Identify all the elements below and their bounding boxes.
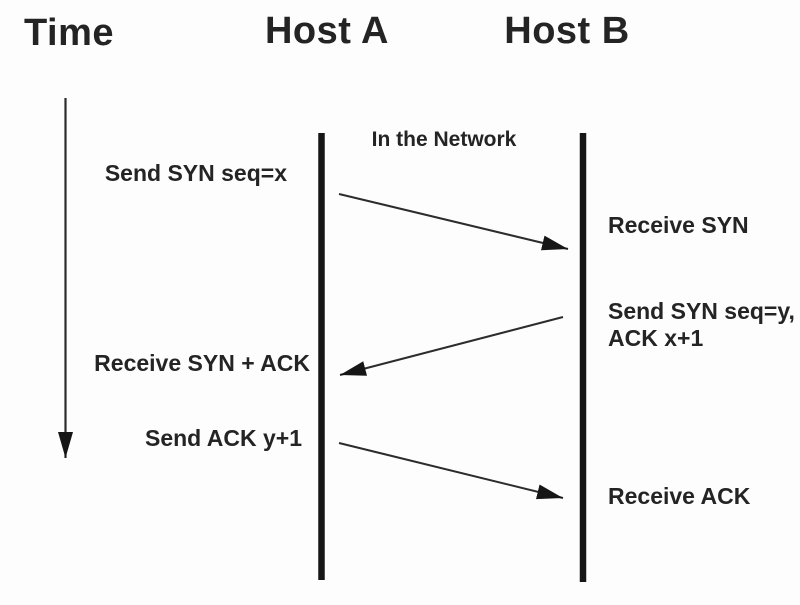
event-send-syn-ack-line2: ACK x+1 — [608, 325, 704, 352]
event-send-syn: Send SYN seq=x — [104, 160, 287, 186]
event-receive-ack: Receive ACK — [608, 483, 751, 509]
syn-ack-arrow — [339, 316, 564, 376]
time-axis-label: Time — [24, 12, 115, 54]
syn-arrow — [338, 193, 569, 251]
in-the-network-label: In the Network — [371, 128, 517, 151]
event-send-syn-ack: Send SYN seq=y,ACK x+1 — [608, 298, 798, 352]
event-send-ack: Send ACK y+1 — [144, 425, 302, 451]
event-send-syn-ack-line1: Send SYN seq=y, — [608, 298, 795, 324]
host-a-label: Host A — [264, 10, 390, 52]
host-b-label: Host B — [504, 10, 630, 52]
event-receive-syn: Receive SYN — [608, 212, 749, 238]
ack-arrow — [338, 442, 564, 500]
event-receive-syn-ack: Receive SYN + ACK — [94, 350, 310, 376]
